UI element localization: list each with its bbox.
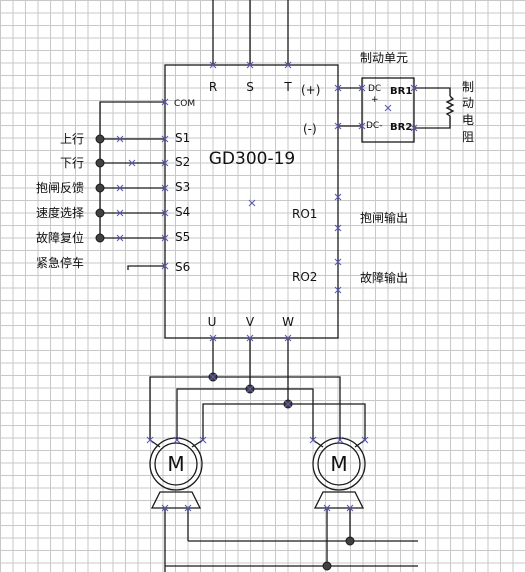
terminal-marker [161, 504, 169, 512]
terminal-marker [323, 504, 331, 512]
terminal-marker [384, 104, 392, 112]
motor-1-label: M [167, 452, 184, 476]
brake-unit-dc-label: DC [368, 84, 381, 94]
terminal-v-label: V [246, 315, 255, 329]
resistor-label-char-4: 阻 [462, 130, 474, 144]
terminal-marker [334, 224, 342, 232]
terminal-marker [248, 199, 256, 207]
brake-unit-dc-minus-label: DC- [366, 121, 382, 131]
input-label-s2: 下行 [60, 156, 84, 170]
terminal-t-label: T [283, 80, 292, 94]
digital-input-wiring [99, 101, 165, 270]
brake-unit-br2-label: BR2 [390, 122, 412, 133]
terminal-marker [284, 334, 292, 342]
brake-unit-title: 制动单元 [360, 51, 408, 65]
terminal-marker [173, 436, 181, 444]
input-label-s4: 速度选择 [36, 205, 84, 220]
input-terminal-labels: R S T [209, 80, 293, 94]
terminal-marker [284, 400, 292, 408]
terminal-marker [334, 84, 342, 92]
dc-minus-label: (-) [303, 122, 317, 136]
terminal-marker [116, 184, 124, 192]
terminal-marker [334, 286, 342, 294]
terminal-s3-label: S3 [175, 180, 190, 194]
inverter-box [164, 64, 339, 339]
terminal-s5-label: S5 [175, 230, 190, 244]
motor-brake-wiring [164, 508, 418, 572]
terminal-marker [246, 334, 254, 342]
input-label-s6: 紧急停车 [36, 255, 84, 270]
dc-bus-wires [338, 87, 451, 129]
terminal-s6-label: S6 [175, 260, 190, 274]
terminal-s4-label: S4 [175, 205, 190, 219]
terminal-marker [246, 385, 254, 393]
terminal-u-label: U [208, 315, 217, 329]
terminal-marker [161, 135, 169, 143]
terminal-marker [334, 258, 342, 266]
dc-plus-label: (+) [301, 83, 320, 97]
brake-resistor-label: 制 动 电 阻 [462, 80, 474, 144]
terminal-marker [410, 124, 418, 132]
brake-resistor-icon [445, 95, 455, 117]
terminal-marker [209, 334, 217, 342]
terminal-marker [161, 234, 169, 242]
terminal-marker [284, 61, 292, 69]
com-label: COM [174, 99, 195, 109]
terminal-marker [161, 262, 169, 270]
input-switch-points [95, 134, 105, 243]
terminal-s1-label: S1 [175, 131, 190, 145]
resistor-label-char-3: 电 [462, 113, 474, 127]
relay-ro2-function: 故障输出 [360, 270, 408, 285]
terminal-marker [309, 436, 317, 444]
terminal-marker [358, 84, 366, 92]
brake-unit-br1-label: BR1 [390, 86, 412, 97]
terminal-marker [184, 504, 192, 512]
terminal-marker [199, 436, 207, 444]
input-label-s3: 抱闸反馈 [36, 180, 84, 195]
terminal-marker [358, 122, 366, 130]
terminal-marker [246, 61, 254, 69]
terminal-marker [116, 209, 124, 217]
motor-1 [149, 437, 204, 509]
terminal-markers [116, 61, 418, 512]
terminal-marker [346, 504, 354, 512]
terminal-s2-label: S2 [175, 155, 190, 169]
terminal-marker [161, 209, 169, 217]
input-label-s1: 上行 [60, 132, 84, 146]
resistor-label-char-2: 动 [462, 96, 474, 110]
terminal-marker [334, 193, 342, 201]
terminal-marker [161, 98, 169, 106]
terminal-marker [209, 373, 217, 381]
terminal-marker [116, 135, 124, 143]
terminal-marker [161, 184, 169, 192]
terminal-s-label: S [246, 80, 254, 94]
terminal-marker [410, 84, 418, 92]
terminal-marker [161, 159, 169, 167]
relay-ro2-label: RO2 [292, 270, 317, 284]
terminal-marker [116, 234, 124, 242]
terminal-r-label: R [209, 80, 217, 94]
terminal-marker [209, 61, 217, 69]
resistor-label-char-1: 制 [462, 80, 474, 94]
supply-lines [212, 0, 289, 65]
brake-unit-plus-sign: + [371, 95, 379, 105]
input-label-s5: 故障复位 [36, 230, 84, 245]
motor-2 [312, 437, 366, 509]
brake-unit: 制动单元 DC + DC- BR1 BR2 [360, 51, 415, 143]
relay-ro1-label: RO1 [292, 207, 317, 221]
motor-feed-wiring [149, 338, 366, 440]
device-model-label: GD300-19 [209, 149, 295, 169]
relay-ro1-function: 抱闸输出 [360, 210, 408, 225]
terminal-marker [336, 436, 344, 444]
terminal-marker [146, 436, 154, 444]
terminal-marker [128, 159, 136, 167]
motor-brake-junctions [322, 536, 355, 571]
motor-2-label: M [330, 452, 347, 476]
terminal-marker [334, 122, 342, 130]
input-function-labels: 上行 下行 抱闸反馈 速度选择 故障复位 紧急停车 [36, 132, 84, 270]
terminal-w-label: W [282, 315, 294, 329]
terminal-marker [361, 436, 369, 444]
